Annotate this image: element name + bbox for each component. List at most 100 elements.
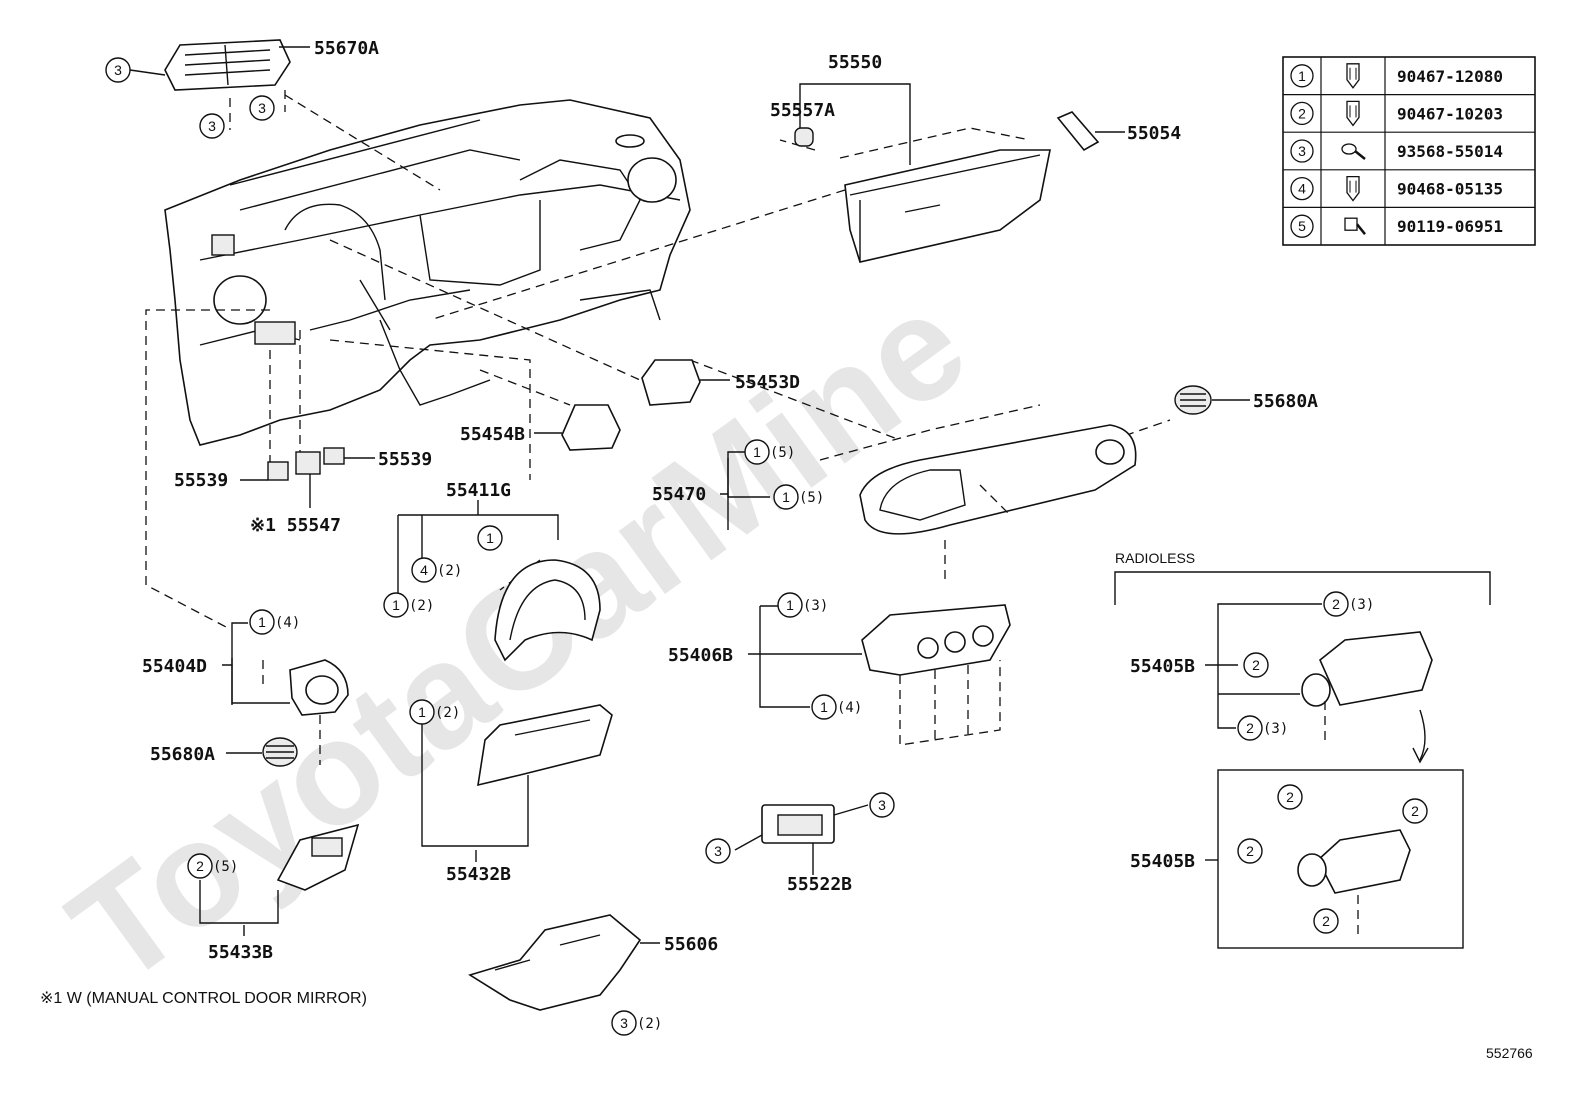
- table-ref: 3: [1298, 143, 1306, 159]
- svg-text:2: 2: [1332, 596, 1340, 612]
- clip-icon: [1346, 100, 1360, 127]
- table-part-number: 90467-12080: [1397, 67, 1503, 86]
- part-label-55539-right: 55539: [378, 449, 432, 470]
- svg-text:1: 1: [782, 489, 790, 505]
- vent-55680A-left-drawing: [262, 737, 298, 767]
- table-row: 3 93568-55014: [1290, 139, 1503, 163]
- callout-1: 1: [409, 699, 435, 725]
- svg-text:1: 1: [486, 530, 494, 546]
- part-label-55404D: 55404D: [142, 656, 207, 677]
- part-label-55432B: 55432B: [446, 864, 511, 885]
- svg-text:1: 1: [392, 597, 400, 613]
- callout-1: 1: [773, 484, 799, 510]
- cover-55433B-drawing: [276, 823, 360, 891]
- block-55453D-drawing: [641, 359, 701, 406]
- part-label-55547: ※1 55547: [250, 515, 341, 536]
- svg-text:3: 3: [878, 797, 886, 813]
- part-label-55411G: 55411G: [446, 480, 511, 501]
- footnote: ※1 W (MANUAL CONTROL DOOR MIRROR): [40, 990, 367, 1007]
- callout-2: 2: [1323, 591, 1349, 617]
- svg-text:1: 1: [820, 699, 828, 715]
- callout-1: 1: [249, 609, 275, 635]
- table-part-number: 90467-10203: [1397, 104, 1503, 123]
- callout-2: 2: [1313, 908, 1339, 934]
- callout-qty: (4): [837, 700, 862, 716]
- svg-text:3: 3: [714, 843, 722, 859]
- callout-2: 2: [187, 853, 213, 879]
- callout-3: 3: [611, 1010, 637, 1036]
- table-ref: 5: [1298, 218, 1306, 234]
- callout-qty: (5): [799, 490, 824, 506]
- clip-icon: [1346, 63, 1360, 89]
- trim-panel-55470-drawing: [819, 404, 1137, 535]
- part-label-55405B-bottom: 55405B: [1130, 851, 1195, 872]
- hinge-55054-drawing: [1056, 111, 1100, 152]
- svg-text:3: 3: [258, 100, 266, 116]
- callout-3: 3: [105, 57, 131, 83]
- part-label-55680A-right: 55680A: [1253, 391, 1318, 412]
- callout-3: 3: [249, 95, 275, 121]
- table-part-number: 93568-55014: [1397, 142, 1503, 161]
- vent-55680A-right-drawing: [1174, 385, 1212, 415]
- table-ref: 1: [1298, 68, 1306, 84]
- part-label-55433B: 55433B: [208, 942, 273, 963]
- svg-text:2: 2: [196, 858, 204, 874]
- svg-text:2: 2: [1286, 789, 1294, 805]
- radioless-label: RADIOLESS: [1115, 550, 1195, 566]
- lower-panel-55432B-drawing: [477, 704, 613, 787]
- table-row: 5 90119-06951: [1290, 214, 1503, 238]
- part-label-55522B: 55522B: [787, 874, 852, 895]
- bolt-icon: [1344, 217, 1366, 235]
- svg-text:1: 1: [418, 704, 426, 720]
- table-part-number: 90119-06951: [1397, 217, 1503, 236]
- part-label-55454B: 55454B: [460, 424, 525, 445]
- svg-text:4: 4: [420, 562, 428, 578]
- callout-qty: (2): [435, 705, 460, 721]
- part-label-55557A: 55557A: [770, 100, 835, 121]
- part-label-55680A-left: 55680A: [150, 744, 215, 765]
- callout-2: 2: [1237, 838, 1263, 864]
- figure-code: 552766: [1486, 1045, 1533, 1061]
- callout-qty: (3): [803, 598, 828, 614]
- callout-qty: (5): [770, 445, 795, 461]
- callout-qty: (5): [213, 859, 238, 875]
- callout-1: 1: [777, 592, 803, 618]
- part-label-55606: 55606: [664, 934, 718, 955]
- svg-text:2: 2: [1252, 657, 1260, 673]
- callout-3: 3: [869, 792, 895, 818]
- svg-text:2: 2: [1411, 803, 1419, 819]
- vent-55670A-drawing: [164, 39, 291, 91]
- callouts: 3 3 3 1 (5) 1 (5) 1 4 (2) 1 (2) 1 (4) 1 …: [105, 57, 1428, 1036]
- part-label-55405B-top: 55405B: [1130, 656, 1195, 677]
- glovebox-55550-drawing: [839, 127, 1051, 263]
- callout-2: 2: [1243, 652, 1269, 678]
- assembly-lines: [145, 90, 1171, 765]
- callout-1: 1: [744, 439, 770, 465]
- screw-icon: [1341, 143, 1366, 160]
- callout-qty: (2): [637, 1016, 662, 1032]
- part-label-55550: 55550: [828, 52, 882, 73]
- callout-qty: (2): [409, 598, 434, 614]
- callout-qty: (3): [1349, 597, 1374, 613]
- part-label-55470: 55470: [652, 484, 706, 505]
- table-ref: 4: [1298, 181, 1306, 197]
- part-label-55453D: 55453D: [735, 372, 800, 393]
- part-label-55406B: 55406B: [668, 645, 733, 666]
- svg-text:3: 3: [208, 118, 216, 134]
- callout-3: 3: [199, 113, 225, 139]
- callout-2: 2: [1402, 798, 1428, 824]
- svg-text:1: 1: [258, 614, 266, 630]
- svg-text:2: 2: [1322, 913, 1330, 929]
- svg-text:1: 1: [753, 444, 761, 460]
- table-row: 1 90467-12080: [1290, 63, 1503, 89]
- svg-text:1: 1: [786, 597, 794, 613]
- svg-text:2: 2: [1246, 843, 1254, 859]
- svg-text:3: 3: [620, 1015, 628, 1031]
- switch-55522B-drawing: [761, 804, 835, 844]
- callout-qty: (4): [275, 615, 300, 631]
